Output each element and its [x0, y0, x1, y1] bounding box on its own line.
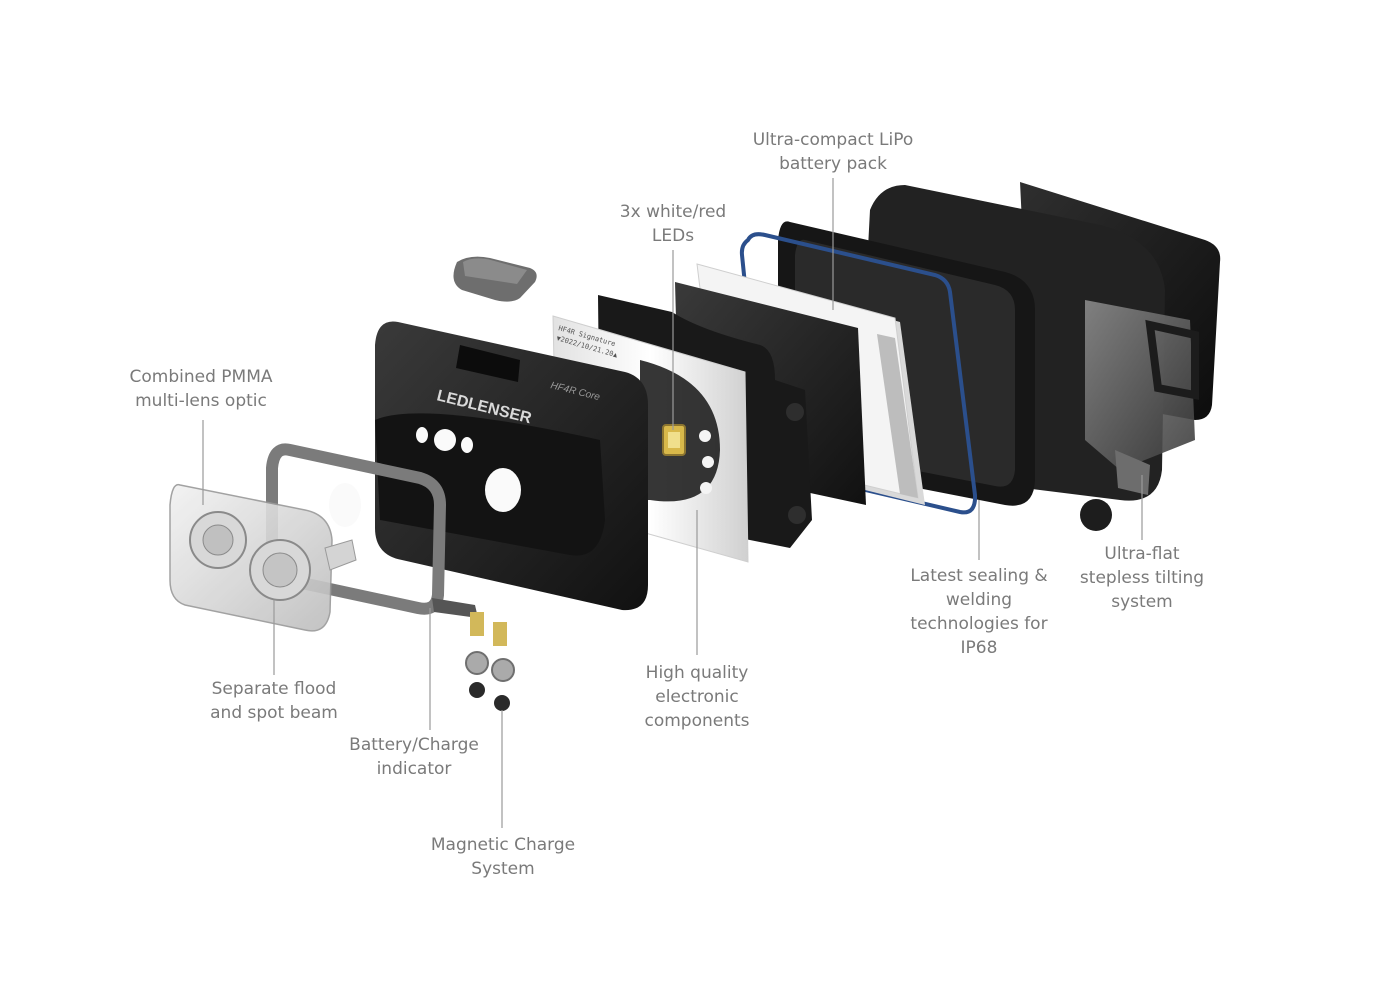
- label-sealing: Latest sealing & welding technologies fo…: [910, 566, 1048, 658]
- label-lipo-battery: Ultra-compact LiPo battery pack: [752, 130, 914, 174]
- label-battery-indicator: Battery/Charge indicator: [349, 735, 479, 779]
- pmma-optic: [169, 483, 357, 632]
- label-pmma-optic: Combined PMMA multi-lens optic: [129, 367, 273, 411]
- label-flood-spot: Separate flood and spot beam: [210, 679, 338, 723]
- leader-lines: [202, 178, 1143, 828]
- magnetic-charge-parts: [465, 612, 515, 711]
- label-leds: 3x white/red LEDs: [619, 202, 727, 246]
- sealing-ring: [739, 232, 978, 515]
- indicator-light-pipe: [432, 598, 478, 618]
- lens-gasket: [266, 443, 447, 615]
- label-electronics: High quality electronic components: [644, 663, 750, 731]
- tilt-knob: [1080, 499, 1112, 531]
- button-cap: [453, 256, 537, 302]
- label-tilting: Ultra-flat stepless tilting system: [1079, 544, 1205, 612]
- label-magnetic-charge: Magnetic Charge System: [430, 835, 576, 879]
